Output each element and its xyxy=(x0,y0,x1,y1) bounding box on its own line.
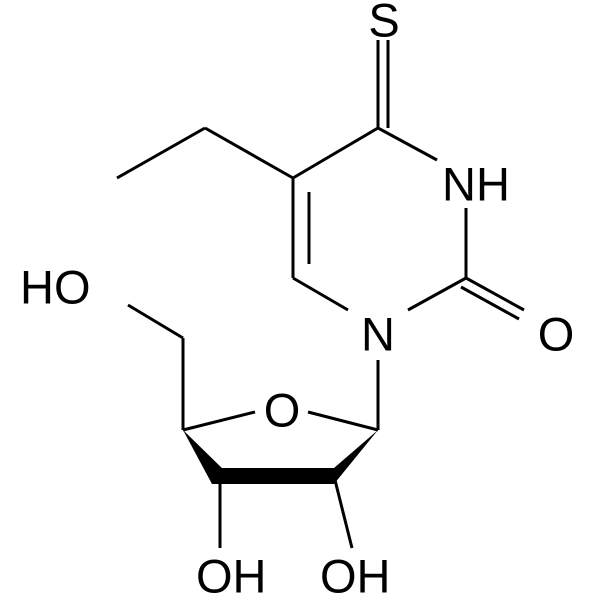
carbonyl-oxygen-label: O xyxy=(538,308,575,361)
c2-o-bond-a xyxy=(465,276,525,312)
n1-c6-bond xyxy=(292,276,349,312)
ethyl-ch3-bond xyxy=(116,126,206,180)
c2-n1-bond xyxy=(407,276,467,312)
c1prime-o-bond xyxy=(307,410,379,432)
ethyl-ch2-bond xyxy=(204,126,294,180)
c2-o-bond-b xyxy=(460,285,520,321)
c1prime-c2prime-wedge xyxy=(334,430,378,484)
c4-n3-bond xyxy=(377,126,438,162)
ring-oxygen-label: O xyxy=(264,384,301,437)
hydroxymethyl-oh-label: HO xyxy=(20,261,91,314)
c2prime-oh-bond xyxy=(332,475,354,549)
c5-c4-bond xyxy=(292,126,379,180)
c3prime-c2prime-bold-bond xyxy=(212,468,334,484)
nh-label: NH xyxy=(442,158,510,211)
ring-nitrogen-label: N xyxy=(361,308,395,361)
hydroxyl-2-label: OH xyxy=(320,550,391,600)
hydroxyl-3-label: OH xyxy=(196,550,267,600)
o-c4prime-bond xyxy=(182,410,256,432)
c5prime-oh-bond xyxy=(127,303,184,340)
sulfur-label: S xyxy=(368,0,399,47)
